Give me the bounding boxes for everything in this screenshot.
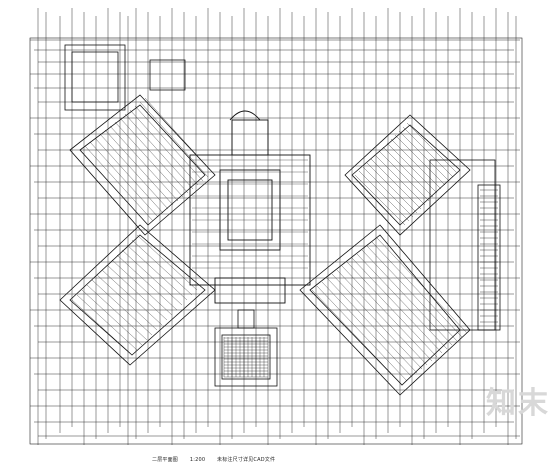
right-annex xyxy=(429,159,501,331)
dimension-frame xyxy=(29,37,523,445)
right-lower-wing-partition xyxy=(346,261,438,358)
right-lower-wing-partition xyxy=(331,273,423,370)
right-upper-wing-partition xyxy=(386,142,438,194)
right-lower-wing-partition xyxy=(376,237,468,334)
right-upper-wing-partition xyxy=(402,126,454,178)
right-upper-wing-partition xyxy=(406,122,458,174)
left-upper-wing-partition xyxy=(134,105,204,182)
right-lower-wing-partition xyxy=(356,253,448,350)
right-upper-wing-partition xyxy=(394,134,446,186)
left-lower-wing-partition xyxy=(101,269,163,326)
caption-title: 二层平面图 xyxy=(152,457,179,463)
right-upper-wing-partition xyxy=(362,166,414,218)
left-lower-wing-partition xyxy=(91,279,153,336)
right-lower-wing-partition xyxy=(366,245,458,342)
interior-detail-lines xyxy=(71,97,468,386)
dimension-lines xyxy=(29,37,523,445)
left-lower-wing-partition xyxy=(71,299,133,356)
left-upper-wing-partition xyxy=(79,149,149,226)
right-upper-wing-partition xyxy=(378,150,430,202)
left-lower-wing-partition xyxy=(76,294,138,351)
grid-lines xyxy=(30,8,520,445)
left-upper-wing-partition xyxy=(89,141,159,218)
left-upper-wing-partition xyxy=(124,113,194,190)
left-lower-wing-partition xyxy=(81,289,143,346)
right-upper-wing-partition xyxy=(398,130,450,182)
right-lower-wing-partition xyxy=(361,249,453,346)
left-lower-wing-partition xyxy=(121,249,183,306)
left-upper-wing-partition xyxy=(119,117,189,194)
left-lower-wing-partition xyxy=(106,264,168,321)
left-upper-wing-partition xyxy=(99,133,169,210)
left-lower-wing-partition xyxy=(126,244,188,301)
courtyard-block xyxy=(214,309,278,387)
right-upper-wing-partition xyxy=(390,138,442,190)
right-lower-wing-partition xyxy=(341,265,433,362)
right-upper-wing-partition xyxy=(358,170,410,222)
right-lower-wing-partition xyxy=(316,285,408,382)
right-upper-wing-partition xyxy=(366,162,418,214)
drawing-caption: 二层平面图 1:200 未标注尺寸详见CAD文件 xyxy=(152,456,285,463)
left-upper-wing-partition xyxy=(84,145,154,222)
right-lower-wing-partition xyxy=(371,241,463,338)
left-lower-wing-partition xyxy=(86,284,148,341)
left-lower-wing-partition xyxy=(111,259,173,316)
central-core xyxy=(189,110,311,304)
left-lower-wing-partition xyxy=(116,254,178,311)
left-lower-wing-partition xyxy=(136,234,198,291)
left-upper-wing-partition xyxy=(109,125,179,202)
right-upper-wing xyxy=(344,114,471,236)
top-left-annex xyxy=(64,44,186,111)
right-lower-wing-partition xyxy=(336,269,428,366)
left-upper-wing-partition xyxy=(94,137,164,214)
left-upper-wing-partition xyxy=(114,121,184,198)
right-upper-wing-partition xyxy=(374,154,426,206)
right-lower-wing-partition xyxy=(326,277,418,374)
right-lower-wing-partition xyxy=(351,257,443,354)
left-lower-wing-partition xyxy=(131,239,193,296)
caption-note: 未标注尺寸详见CAD文件 xyxy=(217,457,276,463)
right-upper-wing-partition xyxy=(354,174,406,226)
right-upper-wing-partition xyxy=(370,158,422,210)
right-upper-wing-partition xyxy=(382,146,434,198)
left-upper-wing-partition xyxy=(139,101,209,178)
left-upper-wing-partition xyxy=(104,129,174,206)
left-upper-wing-partition xyxy=(129,109,199,186)
caption-scale: 1:200 xyxy=(189,457,206,463)
right-lower-wing-partition xyxy=(311,289,403,386)
left-lower-wing-partition xyxy=(96,274,158,331)
left-upper-wing-partition xyxy=(144,97,214,174)
right-lower-wing-partition xyxy=(321,281,413,378)
